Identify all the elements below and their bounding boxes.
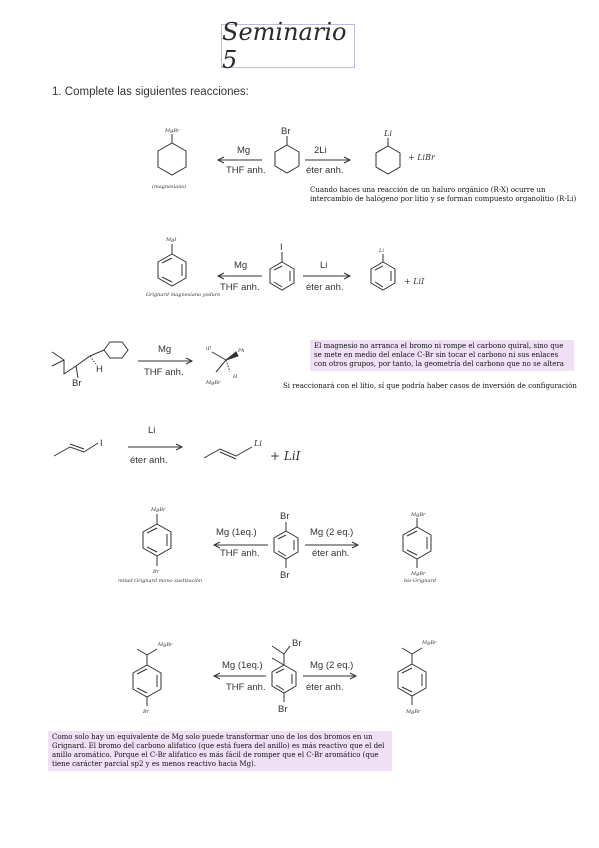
r4-reagent-bottom: éter anh. <box>130 455 168 466</box>
r5-arrow-left: Mg (1eq.) THF anh. <box>212 527 268 559</box>
r3-reactant-br: Br <box>72 378 82 389</box>
r5-product-left-bottom: Br <box>152 569 160 575</box>
r6-reactant-bottom: Br <box>278 704 288 715</box>
r3-product-label-2: H <box>232 374 238 380</box>
r2-reagent-left-bottom: THF anh. <box>220 282 260 293</box>
r2-arrow-right: Li éter anh. <box>303 260 352 293</box>
r6-product-left-bottom: Br <box>142 709 150 715</box>
r1-arrow-left: Mg THF anh. <box>216 145 266 176</box>
r6-product-right-top: MgBr <box>421 640 437 646</box>
r5-reactant-bottom: Br <box>280 570 290 581</box>
r3-arrow: Mg THF anh. <box>138 344 194 378</box>
r4-reactant-sub: I <box>100 438 103 449</box>
r5-reagent-right-bottom: éter anh. <box>312 548 350 559</box>
r1-reagent-right-bottom: éter anh. <box>306 165 344 176</box>
r6-reagent-right-top: Mg (2 eq.) <box>310 660 353 671</box>
r4-reactant: I <box>53 438 103 457</box>
r4-product: Li + LiI <box>203 439 301 463</box>
r5-product-left-name: mitad Grignard mono sustitución <box>118 577 202 584</box>
r6-product-right-bottom: MgBr <box>405 709 421 715</box>
r5-reagent-left-top: Mg (1eq.) <box>216 527 257 538</box>
r6-reagent-left-top: Mg (1eq.) <box>222 660 263 671</box>
r6-product-left-top: MgBr <box>157 642 173 648</box>
r1-arrow-right: 2Li éter anh. <box>305 145 352 176</box>
r6-arrow-right: Mg (2 eq.) éter anh. <box>303 660 358 693</box>
r2-product-right-extra: + LiI <box>404 277 425 286</box>
question-heading: 1. Complete las siguientes reacciones: <box>52 86 249 98</box>
r6-note: Como solo hay un equivalente de Mg solo … <box>48 731 392 771</box>
r2-arrow-left: Mg THF anh. <box>216 260 262 293</box>
r1-product-right: Li + LiBr <box>375 129 436 175</box>
r2-reagent-left-top: Mg <box>234 260 247 271</box>
title-box: Seminario 5 <box>221 18 355 74</box>
r1-product-left-name: (magnesiano) <box>152 183 186 190</box>
r3-product-label-1: Ph <box>237 348 245 354</box>
r3-note-plain: Si reaccionará con el litio, sí que podr… <box>283 382 577 390</box>
r4-product-sub: Li <box>253 439 262 448</box>
r5-arrow-right: Mg (2 eq.) éter anh. <box>305 527 360 559</box>
r2-product-right-sub: Li <box>378 248 384 254</box>
r6-reactant-top: Br <box>292 638 302 649</box>
r2-product-left-sub: MgI <box>165 237 177 243</box>
r5-product-left-top: MgBr <box>150 507 166 513</box>
r3-product: iP Ph H MgBr <box>205 346 245 386</box>
r3-reagent-bottom: THF anh. <box>144 367 184 378</box>
r2-reactant: I <box>269 242 295 291</box>
r5-reagent-right-top: Mg (2 eq.) <box>310 527 353 538</box>
r2-reagent-right-bottom: éter anh. <box>306 282 344 293</box>
r5-product-right-top: MgBr <box>410 512 426 518</box>
r4-arrow: Li éter anh. <box>128 425 184 466</box>
r1-reagent-left-top: Mg <box>237 145 250 156</box>
r1-reactant-sub: Br <box>281 126 291 137</box>
r2-product-left: MgI Grignard magnesiano yoduro <box>146 237 220 298</box>
r2-reactant-sub: I <box>280 242 283 253</box>
r1-note: Cuando haces una reacción de un haluro o… <box>310 186 577 203</box>
r4-reagent-top: Li <box>148 425 155 436</box>
r6-product-left: MgBr Br <box>132 642 173 715</box>
r5-product-right-bottom: MgBr <box>410 571 426 577</box>
r3-reagent-top: Mg <box>158 344 171 355</box>
r5-reagent-left-bottom: THF anh. <box>220 548 260 559</box>
r3-reactant: Br H <box>51 341 129 389</box>
r1-product-right-extra: + LiBr <box>408 153 436 162</box>
r6-product-right: MgBr MgBr <box>397 640 437 715</box>
r6-arrow-left: Mg (1eq.) THF anh. <box>212 660 266 693</box>
r6-reagent-left-bottom: THF anh. <box>226 682 266 693</box>
r2-reagent-right-top: Li <box>320 260 327 271</box>
r3-reactant-h: H <box>96 364 103 375</box>
r5-product-left: MgBr Br mitad Grignard mono sustitución <box>118 507 202 584</box>
r6-reactant: Br Br <box>271 638 302 715</box>
r6-reagent-right-bottom: éter anh. <box>306 682 344 693</box>
r5-product-right: MgBr MgBr bis-Grignard <box>402 512 436 584</box>
r5-reactant-top: Br <box>280 511 290 522</box>
r5-product-right-name: bis-Grignard <box>404 578 436 584</box>
r3-product-label-3: MgBr <box>205 380 221 386</box>
r1-product-right-sub: Li <box>383 129 392 138</box>
page-title: Seminario 5 <box>222 18 347 74</box>
r2-product-right: Li + LiI <box>370 248 425 291</box>
r1-reagent-left-bottom: THF anh. <box>226 165 266 176</box>
r1-reactant: Br <box>274 126 300 174</box>
r2-product-left-name: Grignard magnesiano yoduro <box>146 292 220 298</box>
r3-product-label-0: iP <box>206 346 212 352</box>
r5-reactant: Br Br <box>273 511 299 581</box>
r4-product-extra: + LiI <box>270 449 301 463</box>
r1-product-left-sub: MgBr <box>164 128 180 134</box>
r3-note-highlight: El magnesio no arranca el bromo ni rompe… <box>310 340 574 371</box>
r1-reagent-right-top: 2Li <box>314 145 327 156</box>
r1-product-left: MgBr (magnesiano) <box>152 128 187 190</box>
